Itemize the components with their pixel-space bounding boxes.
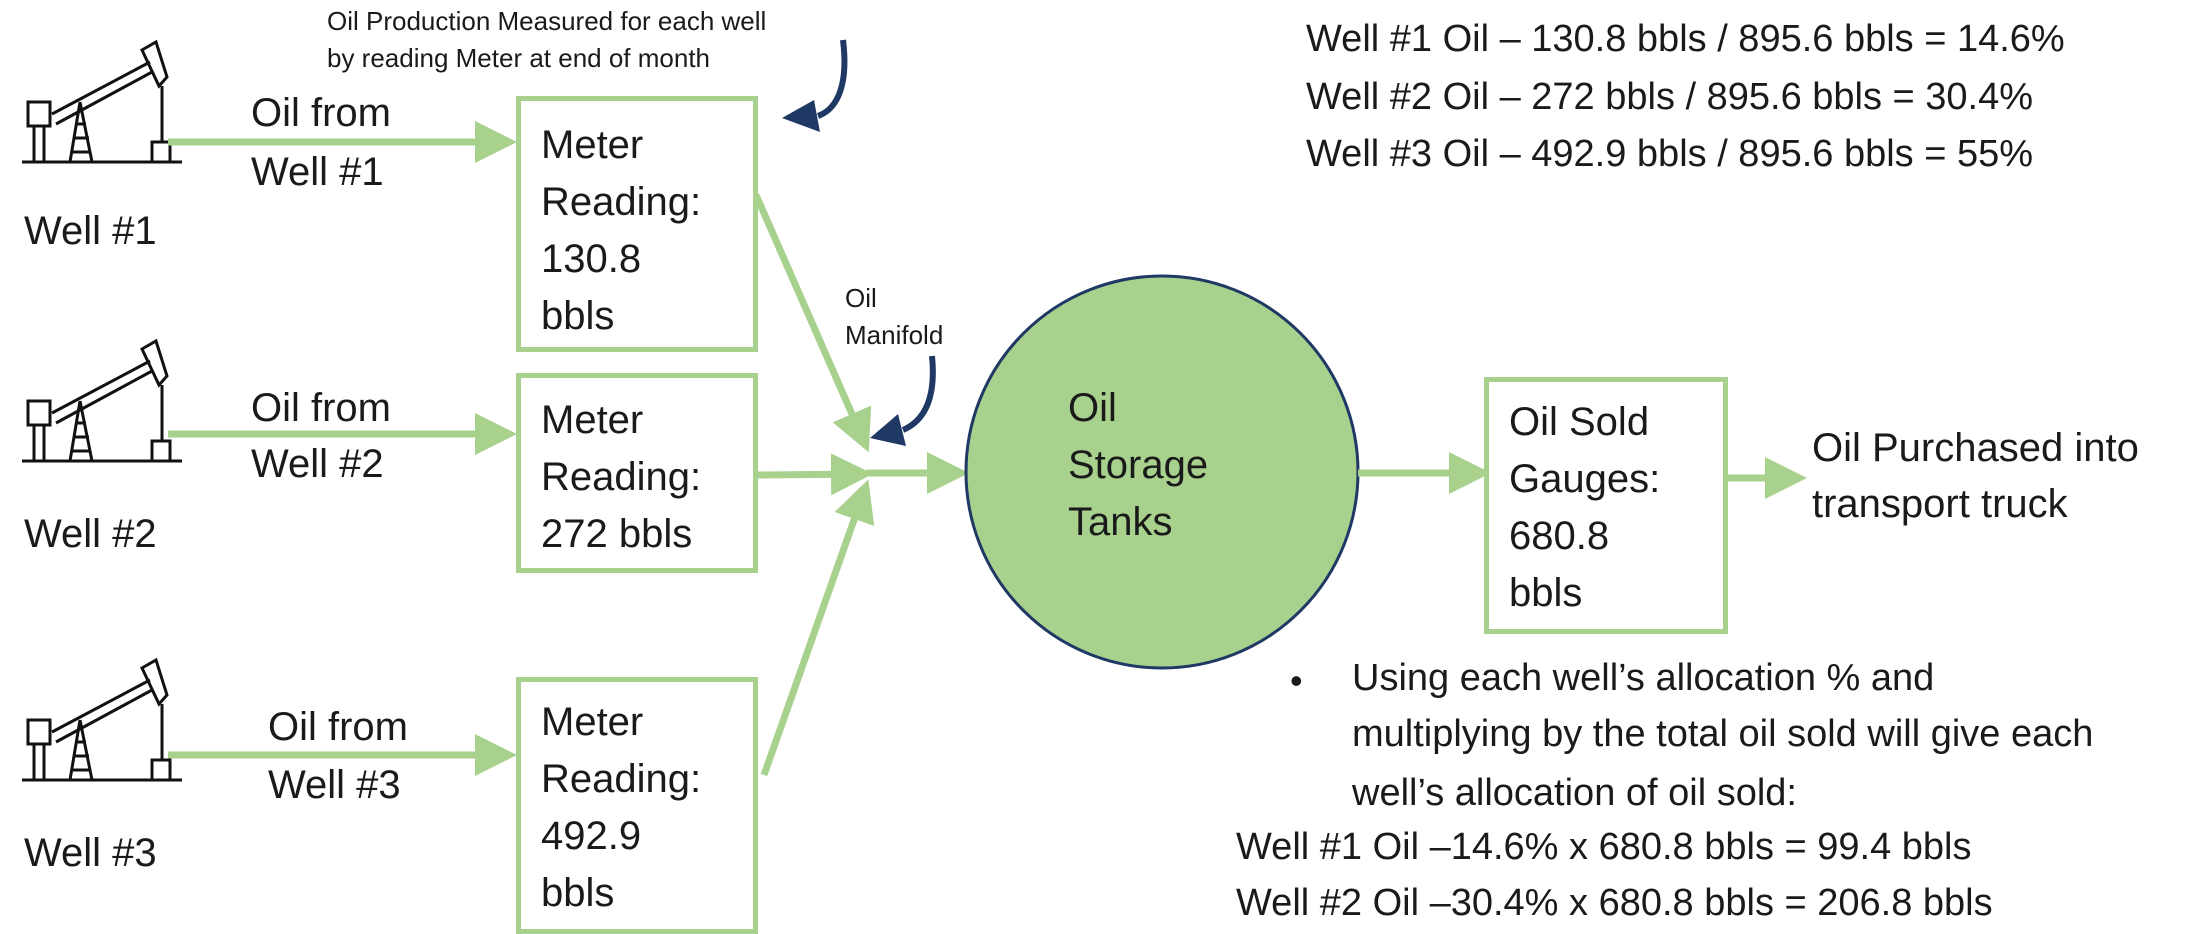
sold-line1: Oil Sold — [1509, 400, 1650, 444]
meter-box-well2: Meter Reading: 272 bbls — [516, 373, 758, 573]
meter3-line3: 492.9 — [541, 814, 642, 858]
meter1-line2: Reading: — [541, 180, 702, 224]
meter3-line1: Meter — [541, 700, 644, 744]
well3-name: Well #3 — [24, 831, 157, 875]
purchased-line1: Oil Purchased into — [1812, 426, 2139, 470]
meter3-line2: Reading: — [541, 757, 702, 801]
pump-jack-icon-1 — [20, 40, 184, 164]
purchased-line2: transport truck — [1812, 482, 2068, 526]
meter1-line1: Meter — [541, 123, 644, 167]
meter2-line2: Reading: — [541, 455, 702, 499]
tank-label-line1: Oil — [1068, 386, 1117, 430]
manifold-label-line2: Manifold — [845, 320, 944, 350]
meter-box-well1: Meter Reading: 130.8 bbls — [516, 96, 758, 352]
meter2-line3: 272 bbls — [541, 512, 693, 556]
bullet-line3: well’s allocation of oil sold: — [1352, 772, 1797, 814]
meter1-line4: bbls — [541, 294, 615, 338]
bullet-line1: Using each well’s allocation % and — [1352, 657, 1935, 699]
pump-jack-icon-2 — [20, 339, 184, 463]
tank-label-line2: Storage — [1068, 443, 1209, 487]
pump-jack-icon-3 — [20, 658, 184, 782]
well1-flow-label-line1: Oil from — [251, 91, 391, 135]
meter3-line4: bbls — [541, 871, 615, 915]
manifold-callout-arrow — [870, 355, 936, 446]
meter-box-well3: Meter Reading: 492.9 bbls — [516, 677, 758, 934]
well3-flow-label-line2: Well #3 — [268, 763, 401, 807]
well1-flow-label-line2: Well #1 — [251, 150, 384, 194]
meter-callout-arrow — [782, 39, 848, 132]
bullet-marker: • — [1290, 660, 1303, 701]
oil-sold-box: Oil Sold Gauges: 680.8 bbls — [1484, 377, 1728, 634]
allocation-pct-well3: Well #3 Oil – 492.9 bbls / 895.6 bbls = … — [1306, 133, 2034, 175]
bullet-line2: multiplying by the total oil sold will g… — [1352, 713, 2094, 755]
allocation-sold-well2: Well #2 Oil –30.4% x 680.8 bbls = 206.8 … — [1236, 882, 1993, 924]
meter2-line1: Meter — [541, 398, 644, 442]
meter1-line3: 130.8 — [541, 237, 642, 281]
meter-note-line2: by reading Meter at end of month — [327, 43, 711, 73]
allocation-pct-well1: Well #1 Oil – 130.8 bbls / 895.6 bbls = … — [1306, 18, 2065, 60]
flow-arrow-meter1 — [752, 193, 872, 453]
allocation-sold-well1: Well #1 Oil –14.6% x 680.8 bbls = 99.4 b… — [1236, 826, 1972, 868]
manifold-label-line1: Oil — [845, 283, 877, 313]
allocation-pct-well2: Well #2 Oil – 272 bbls / 895.6 bbls = 30… — [1306, 76, 2034, 118]
well2-flow-label-line2: Well #2 — [251, 442, 384, 486]
flow-arrow-meter2 — [755, 453, 873, 496]
tank-label-line3: Tanks — [1068, 500, 1173, 544]
sold-line2: Gauges: — [1509, 457, 1661, 501]
sold-line3: 680.8 — [1509, 514, 1610, 558]
well3-flow-label-line1: Oil from — [268, 705, 408, 749]
well2-flow-label-line1: Oil from — [251, 386, 391, 430]
well2-name: Well #2 — [24, 512, 157, 556]
sold-line4: bbls — [1509, 571, 1583, 615]
meter-note-line1: Oil Production Measured for each well — [327, 6, 767, 36]
well1-name: Well #1 — [24, 209, 157, 253]
flow-arrow-meter3 — [760, 479, 875, 777]
